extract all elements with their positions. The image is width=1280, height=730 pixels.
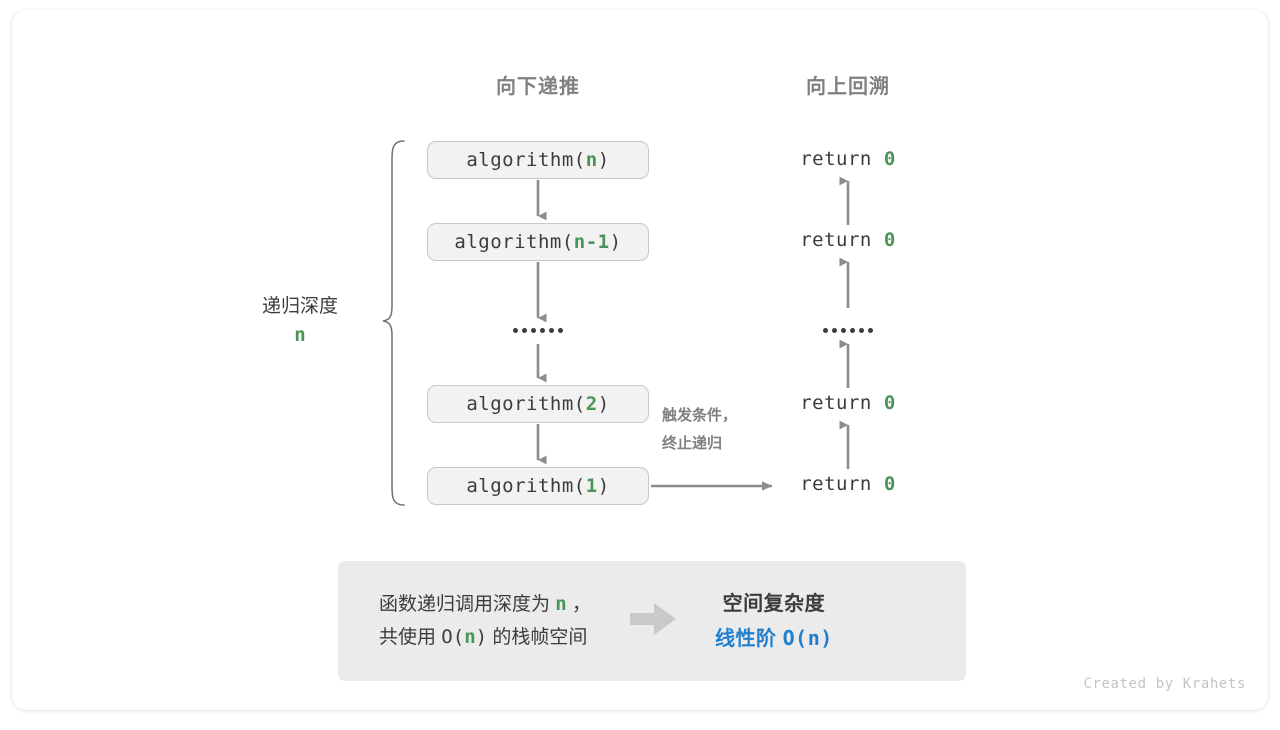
call-box-text: algorithm(n-1) bbox=[454, 231, 622, 253]
right-block-arrow-icon bbox=[629, 599, 677, 644]
return-value: 0 bbox=[883, 392, 896, 414]
call-box-arg: n bbox=[585, 149, 598, 171]
diagram-card: 向下递推 向上回溯 algorithm(n) algorithm(n-1) al… bbox=[12, 10, 1268, 710]
descend-ellipsis bbox=[513, 328, 563, 333]
summary-n-value: n bbox=[555, 592, 567, 615]
summary-line-2: 共使用 O(n) 的栈帧空间 bbox=[379, 626, 588, 648]
ascend-ellipsis bbox=[823, 328, 873, 333]
base-case-note: 触发条件， 终止递归 bbox=[662, 402, 737, 458]
call-box[interactable]: algorithm(2) bbox=[427, 385, 649, 423]
call-box-arg: n-1 bbox=[573, 231, 610, 253]
summary-line-1: 函数递归调用深度为 n ， bbox=[379, 592, 592, 615]
return-value: 0 bbox=[883, 148, 896, 170]
summary-panel: 函数递归调用深度为 n ， 共使用 O(n) 的栈帧空间 空间复杂度 线性阶 O… bbox=[338, 561, 966, 681]
base-case-note-line2: 终止递归 bbox=[662, 434, 723, 452]
summary-complexity-n: n bbox=[464, 626, 476, 648]
return-label: return 0 bbox=[800, 229, 896, 251]
credit-text: Created by Krahets bbox=[1083, 676, 1246, 692]
call-box-arg: 2 bbox=[585, 393, 598, 415]
return-value: 0 bbox=[883, 229, 896, 251]
return-label: return 0 bbox=[800, 473, 896, 495]
call-box[interactable]: algorithm(n) bbox=[427, 141, 649, 179]
call-box[interactable]: algorithm(n-1) bbox=[427, 223, 649, 261]
recursion-depth-value: n bbox=[294, 324, 306, 347]
summary-conclusion-title: 空间复杂度 bbox=[722, 592, 826, 615]
recursion-depth-label: 递归深度 n bbox=[262, 292, 338, 351]
recursion-depth-title: 递归深度 bbox=[261, 296, 339, 317]
return-label: return 0 bbox=[800, 392, 896, 414]
return-value: 0 bbox=[883, 473, 896, 495]
call-box-text: algorithm(1) bbox=[466, 475, 610, 497]
return-label: return 0 bbox=[800, 148, 896, 170]
call-box-text: algorithm(n) bbox=[466, 149, 610, 171]
call-box-text: algorithm(2) bbox=[466, 393, 610, 415]
call-box[interactable]: algorithm(1) bbox=[427, 467, 649, 505]
summary-conclusion: 空间复杂度 线性阶 O(n) bbox=[715, 587, 833, 656]
column-heading-ascend: 向上回溯 bbox=[806, 76, 890, 98]
call-box-arg: 1 bbox=[585, 475, 598, 497]
summary-description: 函数递归调用深度为 n ， 共使用 O(n) 的栈帧空间 bbox=[338, 588, 591, 655]
column-heading-descend: 向下递推 bbox=[496, 76, 580, 98]
summary-conclusion-value: 线性阶 O(n) bbox=[715, 625, 833, 650]
base-case-note-line1: 触发条件， bbox=[662, 407, 738, 424]
depth-brace bbox=[382, 140, 405, 506]
